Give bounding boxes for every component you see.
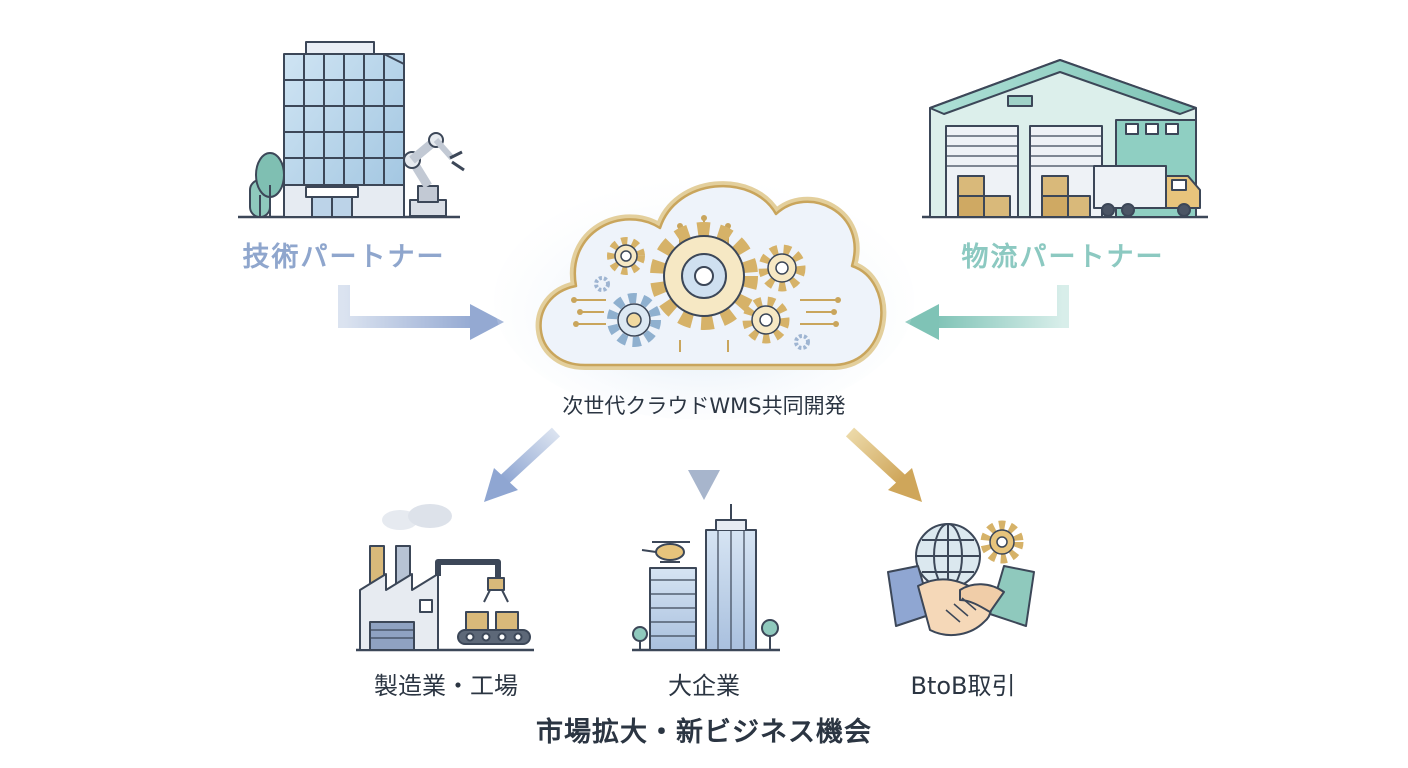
segment-enterprise-label: 大企業	[668, 672, 740, 700]
logistics-partner-label: 物流パートナー	[961, 242, 1165, 273]
segment-manufacturing-label: 製造業・工場	[374, 672, 518, 700]
market-expansion-caption: 市場拡大・新ビジネス機会	[536, 717, 872, 748]
factory-icon	[356, 504, 534, 652]
arrow-cloud-to-manufacturing	[484, 427, 561, 502]
segment-btob-label: BtoB取引	[910, 672, 1016, 700]
arrow-cloud-to-btob	[845, 427, 922, 502]
arrow-cloud-to-enterprise	[688, 430, 720, 500]
cloud-gears-icon	[494, 180, 914, 420]
tech-partner-label: 技術パートナー	[242, 242, 446, 273]
handshake-globe-icon	[887, 520, 1035, 637]
office-building-robot-arm-icon	[238, 41, 465, 219]
cloud-wms-label: 次世代クラウドWMS共同開発	[562, 394, 846, 418]
arrow-logistics-to-cloud	[905, 285, 1069, 340]
arrow-tech-to-cloud	[338, 285, 504, 340]
skyscraper-helicopter-icon	[632, 504, 780, 652]
warehouse-truck-icon	[922, 59, 1208, 219]
